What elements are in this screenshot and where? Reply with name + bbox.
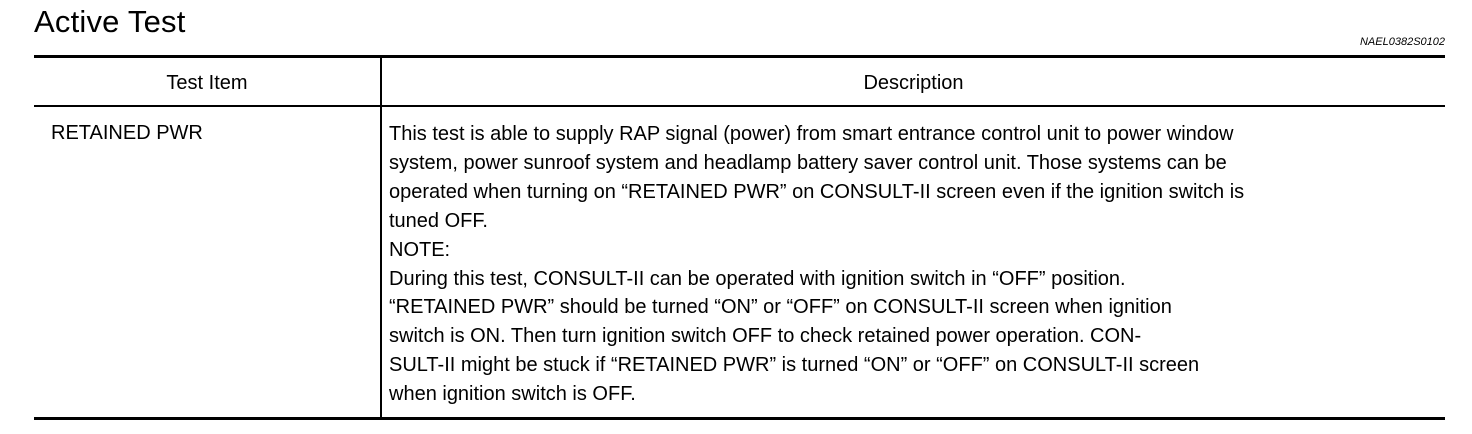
page-title: Active Test — [34, 4, 186, 39]
description-line: system, power sunroof system and headlam… — [389, 151, 1227, 174]
description-line: tuned OFF. — [389, 209, 488, 232]
description-line: During this test, CONSULT-II can be oper… — [389, 267, 1126, 290]
cell-test-item: RETAINED PWR — [51, 122, 203, 144]
header-test-item: Test Item — [166, 72, 248, 94]
description-line: operated when turning on “RETAINED PWR” … — [389, 180, 1245, 203]
description-line: when ignition switch is OFF. — [389, 383, 636, 406]
description-line: SULT-II might be stuck if “RETAINED PWR”… — [389, 354, 1200, 377]
description-note-label: NOTE: — [389, 238, 451, 261]
description-line: “RETAINED PWR” should be turned “ON” or … — [389, 296, 1172, 319]
cell-description: This test is able to supply RAP signal (… — [389, 120, 1439, 409]
document-code: NAEL0382S0102 — [1359, 36, 1445, 48]
table-header-rule — [34, 105, 1445, 107]
header-description: Description — [863, 72, 964, 94]
table-bottom-rule — [34, 417, 1445, 420]
table-top-rule — [34, 55, 1445, 58]
description-line: switch is ON. Then turn ignition switch … — [389, 325, 1142, 348]
table-column-divider — [380, 58, 382, 417]
description-line: This test is able to supply RAP signal (… — [389, 123, 1234, 145]
